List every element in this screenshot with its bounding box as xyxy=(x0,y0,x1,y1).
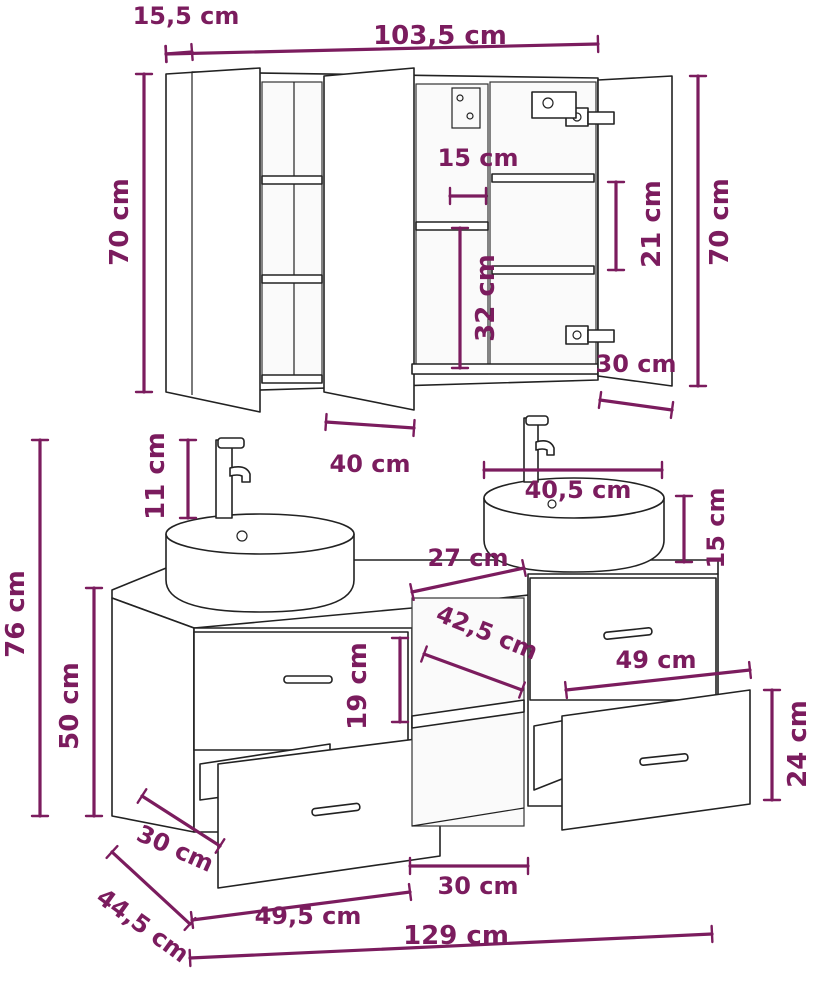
label-drawer-height: 19 cm xyxy=(343,642,373,730)
label-mirror-depth: 15,5 cm xyxy=(133,2,240,30)
label-lower-compartment-height: 32 cm xyxy=(471,254,501,342)
left-shelf-bottom xyxy=(262,375,322,383)
left-shelf-lower xyxy=(262,275,322,283)
label-total-depth: 44,5 cm xyxy=(91,883,194,968)
label-faucet-height: 11 cm xyxy=(141,432,171,520)
dimension-line-basin-height xyxy=(676,496,692,562)
label-door-width-right: 30 cm xyxy=(596,350,677,378)
dimension-line-cabinet-height xyxy=(86,588,102,816)
drawer-handle xyxy=(284,676,332,683)
hinge-icon xyxy=(532,92,576,118)
dimension-line-mirror-height-left xyxy=(136,74,152,392)
left-compartment xyxy=(262,82,322,382)
label-shelf-depth: 15 cm xyxy=(438,144,519,172)
label-left-cabinet-width: 49,5 cm xyxy=(255,902,362,930)
dimension-line-door-width-center xyxy=(325,414,414,436)
left-door xyxy=(166,68,260,412)
label-total-width: 129 cm xyxy=(403,921,509,951)
center-door xyxy=(324,68,414,410)
label-mirror-width: 103,5 cm xyxy=(373,21,507,51)
dimension-line-faucet-height xyxy=(180,440,196,518)
label-mirror-height-left: 70 cm xyxy=(105,178,135,266)
label-right-cabinet-width: 49 cm xyxy=(616,646,697,674)
faucet-icon xyxy=(524,416,554,482)
left-shelf-upper xyxy=(262,176,322,184)
dimension-line-right-drawer-height xyxy=(764,690,780,800)
label-compartment-height: 21 cm xyxy=(637,180,667,268)
label-middle-bottom-width: 30 cm xyxy=(438,872,519,900)
left-basin xyxy=(166,514,354,612)
label-basin-diameter: 40,5 cm xyxy=(525,476,632,504)
dimension-line-total-height xyxy=(32,440,48,816)
right-shelf-lower xyxy=(492,266,594,274)
left-cabinet-side xyxy=(112,598,194,832)
right-shelf-upper xyxy=(492,174,594,182)
label-right-drawer-height: 24 cm xyxy=(783,700,813,788)
dimension-line-door-width-right xyxy=(599,392,673,418)
label-basin-height: 15 cm xyxy=(702,488,730,569)
label-cabinet-height: 50 cm xyxy=(55,662,85,750)
left-top-drawer xyxy=(194,632,408,750)
dimension-line-mirror-height-right xyxy=(690,76,706,386)
cabinet-bottom-board xyxy=(412,364,598,374)
label-door-width-center: 40 cm xyxy=(330,450,411,478)
label-total-height: 76 cm xyxy=(1,570,31,658)
faucet-icon xyxy=(216,438,250,518)
right-top-drawer xyxy=(530,578,716,700)
label-middle-width: 27 cm xyxy=(428,544,509,572)
label-mirror-height-right: 70 cm xyxy=(705,178,735,266)
